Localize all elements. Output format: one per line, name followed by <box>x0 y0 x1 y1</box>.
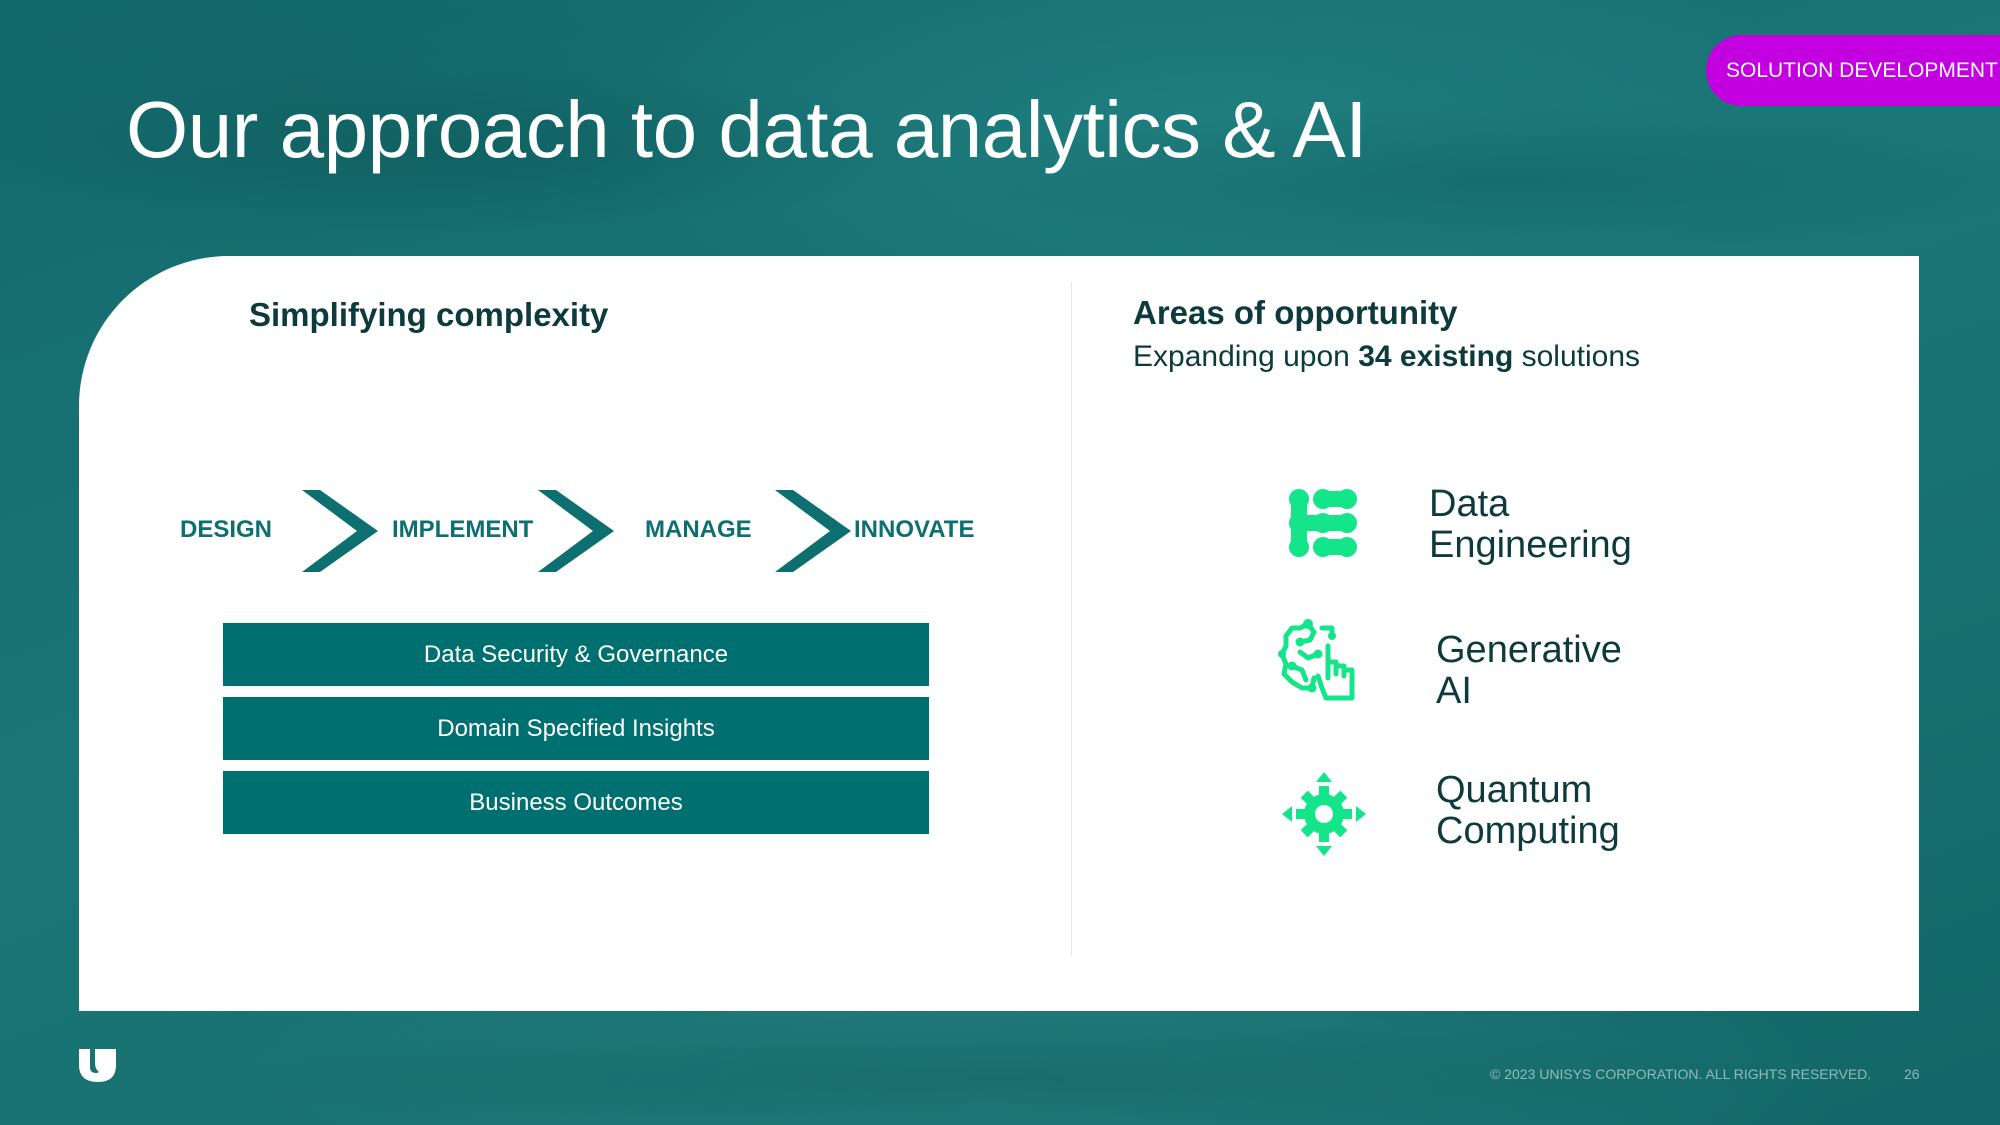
chevron-right-icon <box>302 490 378 572</box>
area-quantum-computing: Quantum Computing <box>1436 770 1620 852</box>
unisys-logo <box>79 1049 116 1082</box>
subtitle-suffix: solutions <box>1513 340 1641 373</box>
copyright: © 2023 UNISYS CORPORATION. ALL RIGHTS RE… <box>1490 1066 1872 1082</box>
step-implement: IMPLEMENT <box>392 516 534 543</box>
area-label-line: Generative <box>1436 629 1622 671</box>
right-heading: Areas of opportunity <box>1133 294 1458 331</box>
area-label-line: Quantum <box>1436 769 1593 811</box>
column-divider <box>1071 282 1072 955</box>
data-grid-icon <box>1289 489 1357 557</box>
area-label-line: Data <box>1429 483 1510 525</box>
chevron-right-icon <box>538 490 614 572</box>
gear-arrows-icon <box>1282 772 1366 856</box>
area-label-line: Engineering <box>1429 524 1632 566</box>
area-data-engineering: Data Engineering <box>1429 484 1632 566</box>
right-subtitle: Expanding upon 34 existing solutions <box>1133 340 1640 374</box>
area-generative-ai: Generative AI <box>1436 630 1622 712</box>
section-badge: SOLUTION DEVELOPMENT <box>1706 35 2000 106</box>
step-innovate: INNOVATE <box>854 516 975 543</box>
section-badge-container: SOLUTION DEVELOPMENT <box>1706 35 2000 106</box>
area-label-line: AI <box>1436 670 1472 712</box>
page-number: 26 <box>1904 1066 1920 1082</box>
layer-data-security: Data Security & Governance <box>223 623 929 686</box>
slide-title: Our approach to data analytics & AI <box>126 85 1368 174</box>
chevron-right-icon <box>775 490 851 572</box>
brain-hand-icon <box>1278 619 1355 701</box>
subtitle-highlight: 34 existing <box>1358 340 1514 373</box>
step-manage: MANAGE <box>645 516 752 543</box>
layer-business-outcomes: Business Outcomes <box>223 771 929 834</box>
area-label-line: Computing <box>1436 810 1620 852</box>
step-design: DESIGN <box>180 516 273 543</box>
left-heading: Simplifying complexity <box>249 296 609 333</box>
subtitle-prefix: Expanding upon <box>1133 340 1359 373</box>
layer-domain-insights: Domain Specified Insights <box>223 697 929 760</box>
